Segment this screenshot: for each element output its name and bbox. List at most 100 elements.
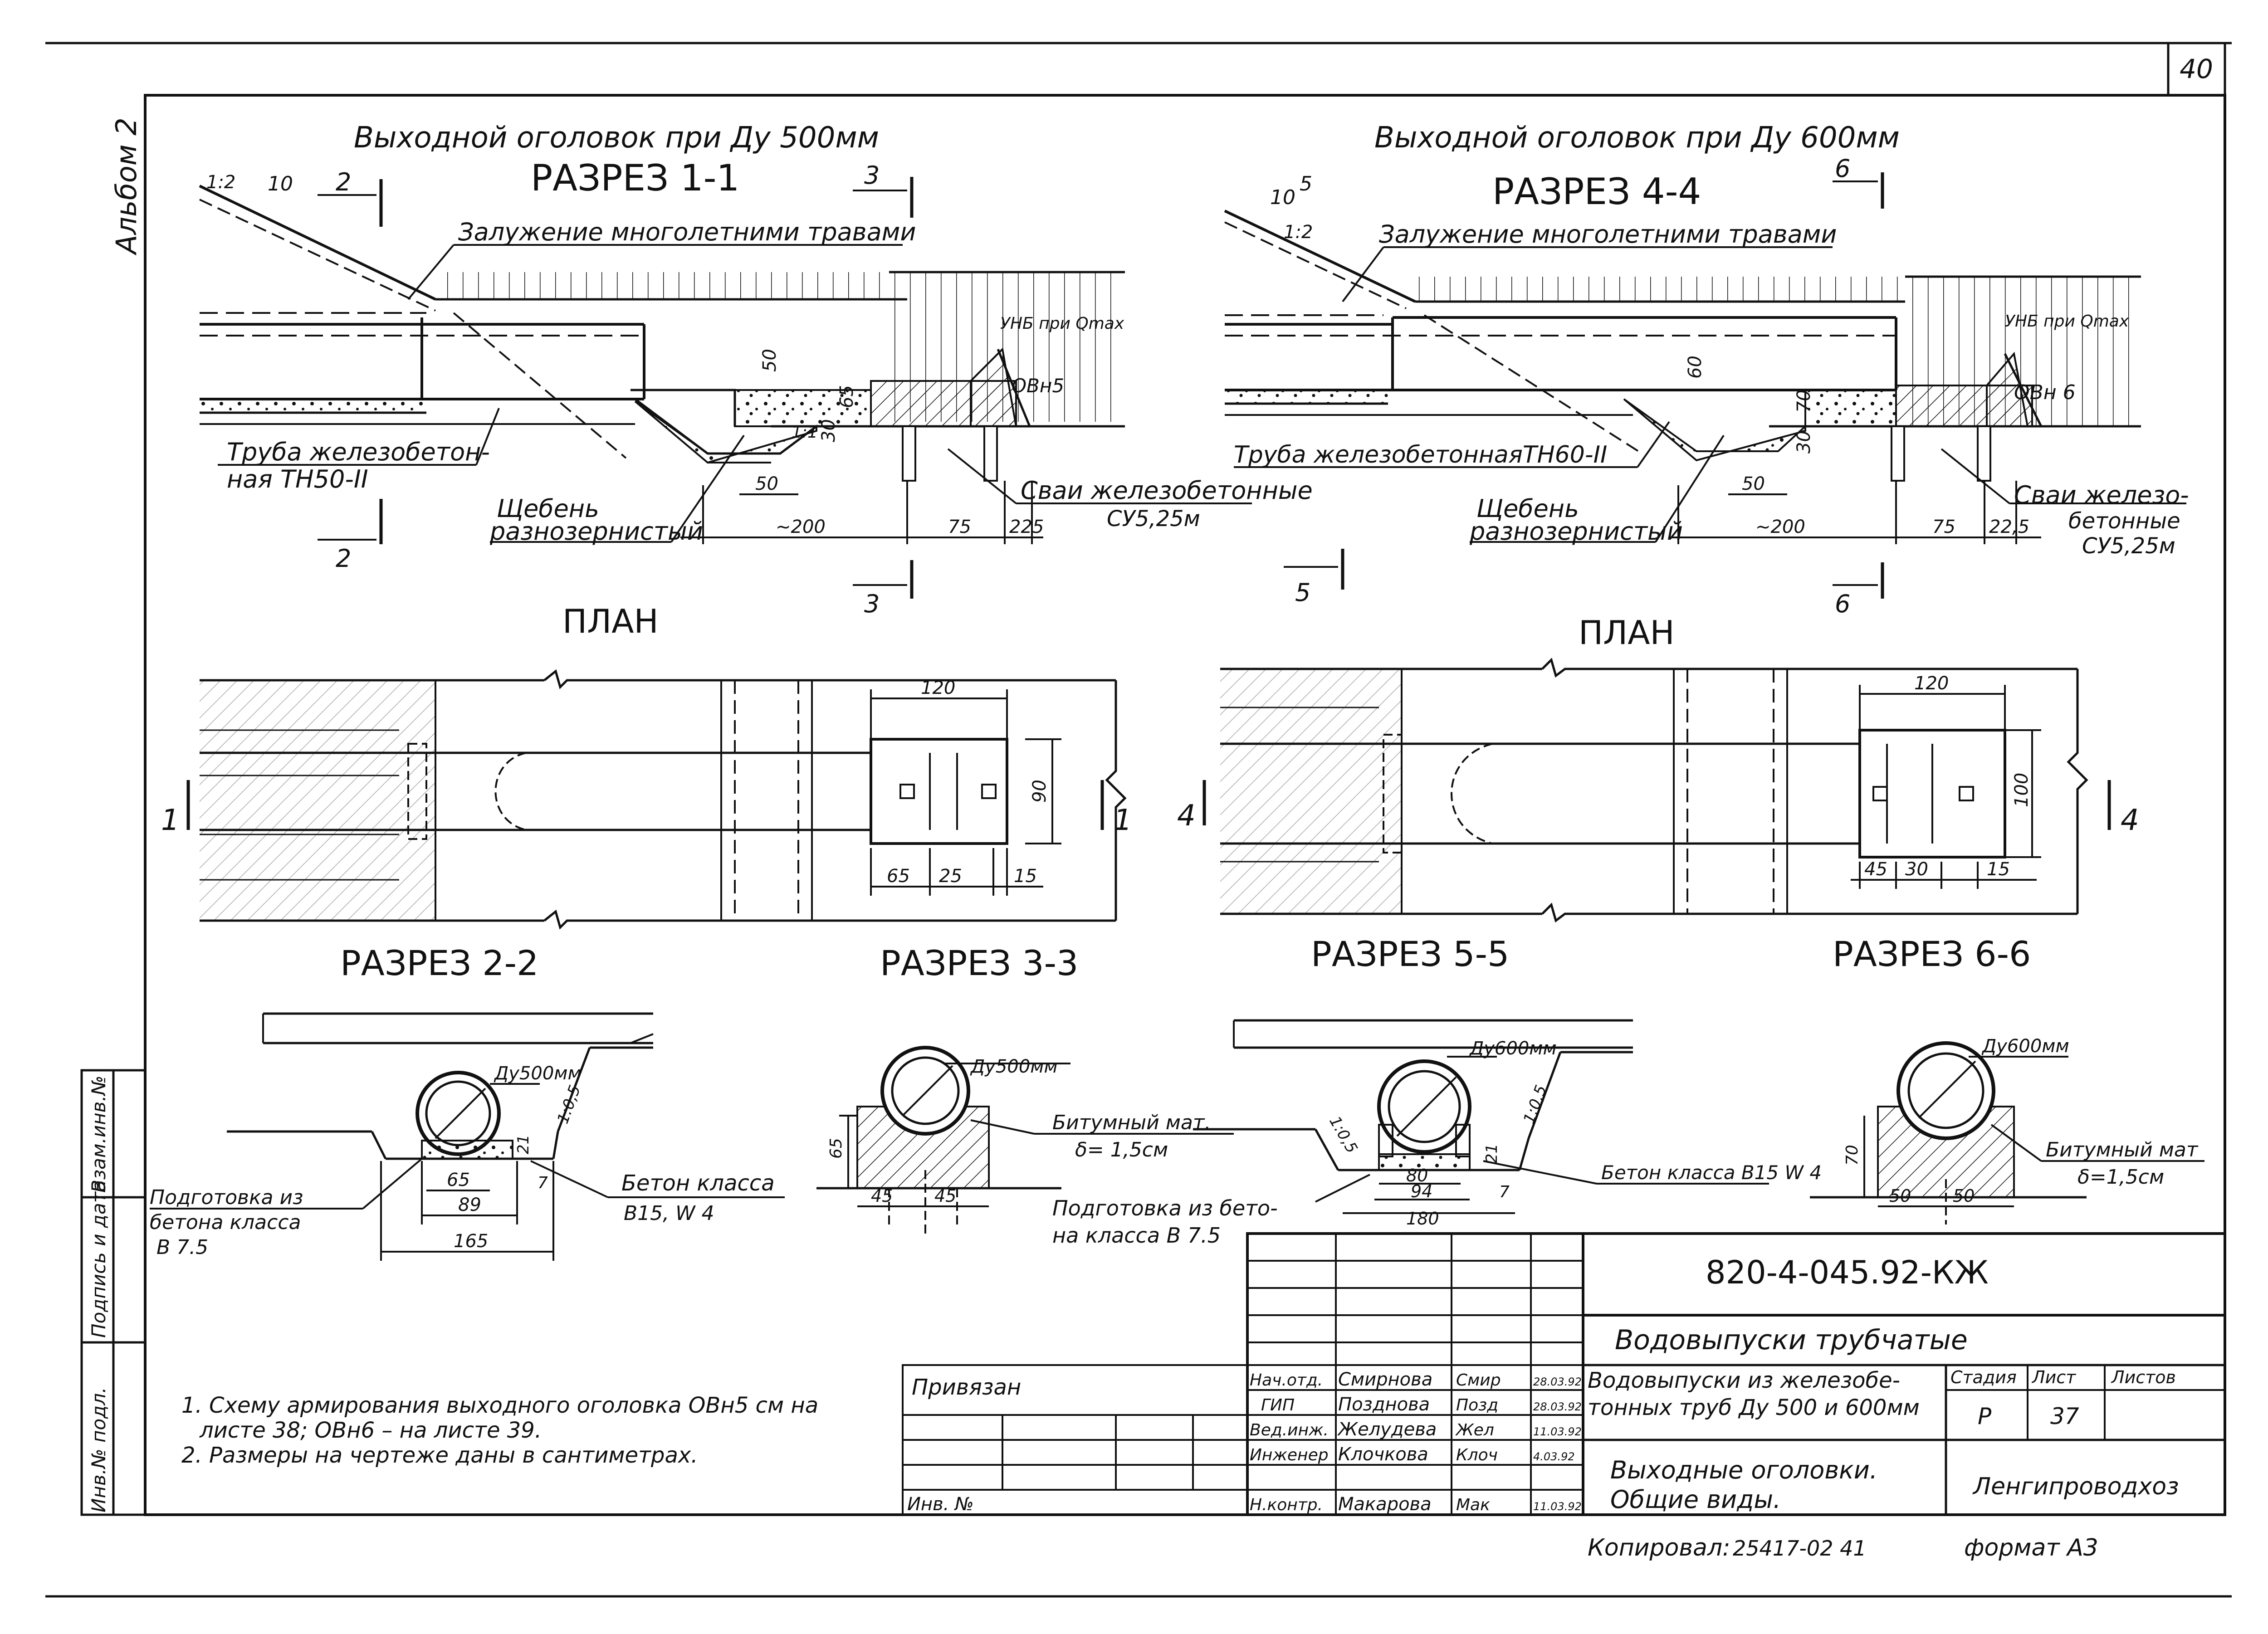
tb-name-2: Позднова [1338,1394,1430,1415]
tb-role-2: ГИП [1261,1396,1295,1415]
tb-sheet-title-2: тонных труб Ду 500 и 600мм [1588,1395,1920,1420]
right-plan-dim-30: 30 [1905,859,1928,880]
right-plan-dim-100: 100 [2011,773,2032,807]
tb-sheet-title-1: Водовыпуски из железобе- [1588,1368,1900,1393]
note-2: 2. Размеры на чертеже даны в сантиметрах… [181,1443,698,1468]
tb-name-6: Макарова [1338,1494,1432,1515]
right-plan-dim-15: 15 [1987,859,2010,880]
right-piles-3: СУ5,25м [2082,533,2175,559]
sec55-dim-7: 7 [1499,1183,1510,1201]
sec55-dim-21: 21 [1483,1144,1501,1163]
note-1: 1. Схему армирования выходного оголовка … [181,1393,818,1418]
section-4-4-drawing [1224,172,2186,599]
sec22-dim-65: 65 [447,1170,470,1190]
tb-role-4: Инженер [1250,1446,1329,1464]
right-dim-225: 22,5 [1989,517,2029,537]
right-title: Выходной оголовок при Ду 600мм [1374,121,1900,155]
left-plan-dim-25: 25 [939,866,962,887]
right-piles-1: Сваи железо- [2014,481,2189,509]
right-dim-75: 75 [1932,517,1955,537]
section-2-2-drawing [150,1012,785,1261]
side-stamp-repl: Взам.инв.№ [88,1076,110,1193]
sec55-dim-80: 80 [1406,1166,1428,1185]
left-dim-30: 30 [818,419,839,442]
right-dim-30: 30 [1794,430,1814,454]
sec22-prep-2: бетона класса [150,1211,301,1234]
tb-role-6: Н.контр. [1250,1496,1323,1514]
section-5-5-title: РАЗРЕЗ 5-5 [1311,934,1509,974]
side-stamp-sign: Подпись и дата [88,1180,110,1338]
right-plan-mark-right: 4 [2121,804,2139,837]
sec33-prep-1: Подготовка из бето- [1052,1196,1278,1220]
tb-code: 820-4-045.92-КЖ [1706,1254,1989,1291]
tb-sheet-header: Лист [2031,1367,2077,1387]
left-plan-dim-65: 65 [887,866,910,887]
left-grass-label: Залужение многолетними травами [458,218,916,246]
left-title: Выходной оголовок при Ду 500мм [354,121,879,155]
section-4-4-title: РАЗРЕЗ 4-4 [1492,171,1701,213]
tb-stage-header: Стадия [1950,1367,2017,1387]
left-plan-dim-90: 90 [1029,780,1050,803]
side-stamp-inv: Инв.№ подл. [88,1387,110,1512]
tb-sheet: 37 [2050,1403,2079,1429]
tb-sheets-header: Листов [2111,1367,2176,1387]
section-1-1-title: РАЗРЕЗ 1-1 [531,157,739,199]
sec55-dn: Ду600мм [1469,1038,1557,1059]
right-cut-b-bottom: 6 [1835,590,1850,618]
left-dim-200: ~200 [776,517,826,537]
footer-order: 25417-02 41 [1733,1536,1867,1561]
sec55-concrete: Бетон класса В15 W 4 [1601,1161,1822,1184]
section-1-1-drawing [199,177,1252,599]
left-gravel-1: Щебень [497,494,599,523]
left-dim-225: 225 [1009,517,1044,537]
left-block-label: ОВн5 [1012,375,1064,397]
tb-org: Ленгипроводхоз [1972,1473,2179,1500]
sec33-bitumen-2: δ= 1,5см [1075,1138,1168,1161]
right-dim-200: ~200 [1755,517,1805,537]
tb-name-4: Клочкова [1338,1444,1428,1465]
sec22-dim-7: 7 [538,1174,548,1192]
right-plan-dim-120: 120 [1914,673,1949,694]
left-dim-11: 1:1 [792,423,818,442]
sec33-dim-65: 65 [827,1138,846,1159]
left-slope-dim: 10 [268,172,293,195]
left-slope: 1:2 [206,172,235,193]
footer-copied: Копировал: [1588,1534,1730,1561]
sec33-bitumen-1: Битумный мат. [1052,1111,1211,1134]
sec66-dim-70: 70 [1843,1145,1862,1166]
sec66-bitumen-2: δ=1,5см [2077,1166,2164,1189]
sec33-dim-45b: 45 [934,1186,956,1206]
tb-date-2: 28.03.92 [1533,1400,1582,1413]
section-6-6-drawing [1810,1041,2204,1224]
note-1-cont: листе 38; ОВн6 – на листе 39. [199,1418,542,1443]
sec66-bitumen-1: Битумный мат [2046,1138,2199,1161]
right-gravel-1: Щебень [1476,494,1579,523]
right-dim-50: 50 [1742,473,1765,494]
sec22-dim-89: 89 [458,1195,481,1215]
sec66-dn: Ду600мм [1981,1036,2069,1057]
right-plan-mark-left: 4 [1177,799,1196,833]
sec22-prep-3: В 7.5 [156,1236,208,1259]
album-label: Альбом 2 [110,117,143,256]
right-slope-dim-a: 10 [1270,186,1295,209]
section-5-5-drawing [1193,1019,1769,1214]
tb-sign-3: Жел [1455,1421,1494,1439]
right-dim-60: 60 [1685,356,1706,379]
sec22-concrete-1: Бетон класса [621,1171,775,1196]
left-plan-dim-15: 15 [1014,866,1037,887]
right-dim-70: 70 [1794,390,1814,413]
tb-inv: Инв. № [907,1494,974,1515]
sec33-dim-45a: 45 [871,1186,893,1206]
left-cut-b-top: 3 [864,161,880,190]
left-plan-title: ПЛАН [562,602,659,640]
tb-role-3: Вед.инж. [1250,1421,1329,1439]
section-3-3-drawing [816,1046,1234,1234]
section-6-6-title: РАЗРЕЗ 6-6 [1833,934,2031,974]
tb-subtitle-2: Общие виды. [1610,1485,1781,1514]
tb-role-1: Нач.отд. [1250,1371,1323,1390]
left-dim-50: 50 [759,349,780,372]
left-pipe-label-2: ная ТН50-II [227,465,368,493]
left-dim-50b: 50 [755,473,778,494]
right-cut-b-top: 6 [1835,154,1850,183]
sec22-concrete-2: В15, W 4 [624,1202,714,1225]
